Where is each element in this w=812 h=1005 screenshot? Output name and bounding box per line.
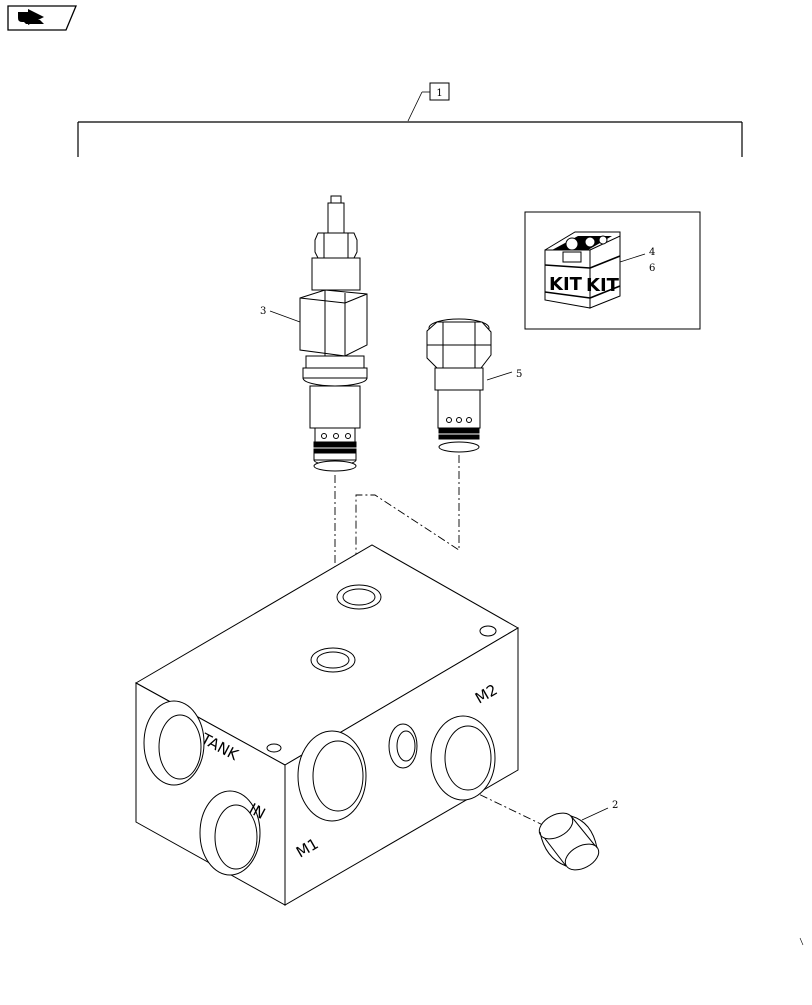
assembly-bracket [77, 121, 743, 157]
check-valve-callout: 5 [486, 369, 522, 381]
callout-2-label: 2 [612, 800, 618, 811]
cartridge-valve-callout: 3 [260, 306, 301, 323]
check-valve [426, 318, 492, 453]
manifold-block [134, 544, 519, 906]
kit-left-label: KIT [549, 274, 583, 295]
kit-right-label: KIT [586, 275, 620, 296]
port-label-in: IN [246, 800, 268, 823]
assembly-callout: 1 [407, 82, 450, 122]
callout-1-label: 1 [436, 88, 442, 99]
plug-callout: 2 [581, 800, 618, 821]
next-page-arrow-icon[interactable] [7, 5, 77, 31]
corner-mark [799, 937, 804, 946]
callout-4-label: 4 [649, 247, 655, 258]
callout-5-label: 5 [516, 369, 522, 380]
plug [538, 812, 600, 871]
kit-cube-icon: KIT KIT [544, 231, 621, 309]
kit-box: KIT KIT 4 6 [524, 211, 701, 330]
callout-3-label: 3 [260, 306, 266, 317]
callout-6-label: 6 [649, 263, 655, 274]
cartridge-valve [299, 195, 368, 472]
